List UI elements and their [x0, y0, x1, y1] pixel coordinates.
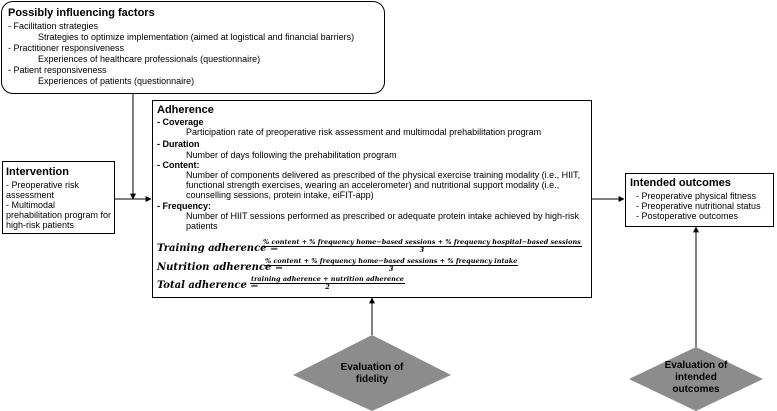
- total-formula-numerator: training adherence + nutrition adherence: [250, 275, 405, 284]
- intervention-line-5: high-risk patients: [6, 220, 75, 230]
- total-formula-fraction: training adherence + nutrition adherence…: [250, 275, 405, 291]
- frequency-label: - Frequency:: [157, 201, 212, 211]
- factor-label-patient: - Patient responsiveness: [8, 65, 107, 75]
- intervention-line-3: - Multimodal: [6, 200, 56, 210]
- outcome-item-1: - Preoperative physical fitness: [636, 191, 757, 201]
- evaluation-fidelity-line-1: Evaluation of: [340, 362, 404, 373]
- factors-title: Possibly influencing factors: [8, 7, 155, 19]
- outcome-item-3: - Postoperative outcomes: [636, 211, 739, 221]
- influencing-factors-box: [1, 1, 385, 94]
- factor-detail-facilitation: Strategies to optimize implementation (a…: [38, 32, 355, 42]
- factor-label-practitioner: - Practitioner responsiveness: [8, 43, 125, 53]
- total-formula-lhs: Total adherence =: [157, 280, 259, 291]
- intervention-line-4: prehabilitation program for: [6, 210, 112, 220]
- training-formula-denominator: 3: [419, 246, 425, 254]
- training-formula-lhs: Training adherence =: [157, 243, 279, 254]
- intended-outcomes-box: [625, 173, 774, 227]
- nutrition-formula-lhs: Nutrition adherence =: [157, 262, 284, 273]
- adherence-title: Adherence: [157, 104, 214, 116]
- content-text-3: counselling sessions, protein intake, ei…: [186, 190, 374, 200]
- nutrition-formula-numerator: % content + % frequency home−based sessi…: [264, 257, 519, 266]
- coverage-text: Participation rate of preoperative risk …: [186, 127, 542, 137]
- factor-detail-patient: Experiences of patients (questionnaire): [38, 76, 195, 86]
- training-formula-fraction: % content + % frequency home−based sessi…: [262, 238, 582, 254]
- content-text-1: Number of components delivered as prescr…: [186, 170, 581, 180]
- frequency-text-1: Number of HIIT sessions performed as pre…: [186, 211, 580, 221]
- outcomes-title: Intended outcomes: [630, 177, 731, 189]
- duration-label: - Duration: [157, 139, 200, 149]
- content-label: - Content:: [157, 160, 200, 170]
- evaluation-outcomes-line-1: Evaluation of: [664, 360, 728, 371]
- nutrition-formula-denominator: 3: [388, 265, 394, 273]
- intervention-line-2: assessment: [6, 190, 55, 200]
- evaluation-outcomes-label: Evaluation of intended outcomes: [646, 360, 746, 396]
- frequency-text-2: patients: [186, 221, 218, 231]
- intervention-title: Intervention: [6, 166, 69, 178]
- diamond-evaluation-outcomes: [629, 347, 763, 411]
- training-formula-numerator: % content + % frequency home−based sessi…: [262, 238, 582, 247]
- coverage-label: - Coverage: [157, 117, 204, 127]
- factor-detail-practitioner: Experiences of healthcare professionals …: [38, 54, 261, 64]
- duration-text: Number of days following the prehabilita…: [186, 150, 397, 160]
- intervention-line-1: - Preoperative risk: [6, 180, 80, 190]
- diamond-evaluation-fidelity: [293, 335, 451, 411]
- outcome-item-2: - Preoperative nutritional status: [636, 201, 761, 211]
- total-formula-denominator: 2: [325, 283, 330, 291]
- nutrition-formula-fraction: % content + % frequency home−based sessi…: [264, 257, 519, 273]
- evaluation-outcomes-line-2: intended: [675, 372, 717, 383]
- content-text-2: functional strength exercises, wearing a…: [186, 180, 560, 190]
- evaluation-outcomes-line-3: outcomes: [672, 384, 720, 395]
- intervention-box: [2, 161, 115, 234]
- evaluation-fidelity-label: Evaluation of fidelity: [322, 362, 422, 386]
- evaluation-fidelity-line-2: fidelity: [355, 374, 389, 385]
- factor-label-facilitation: - Facilitation strategies: [8, 21, 99, 31]
